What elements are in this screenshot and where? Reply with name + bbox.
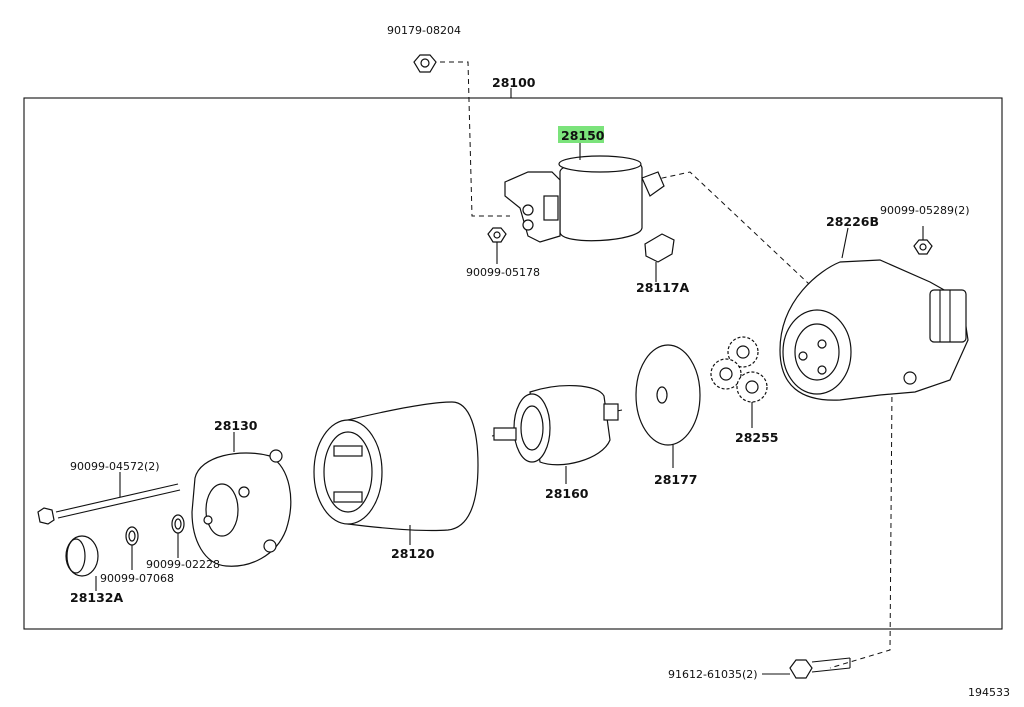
label-planetary-gears[interactable]: 28255	[735, 430, 779, 445]
switch-nut	[487, 227, 507, 243]
highlight-box	[558, 126, 604, 143]
drive-housing-part	[779, 259, 969, 401]
label-plate[interactable]: 28177	[654, 472, 698, 487]
guide-line-top-nut	[440, 61, 510, 217]
label-through-bolt[interactable]: 90099-04572(2)	[70, 460, 160, 473]
label-switch-nut[interactable]: 90099-05178	[466, 266, 540, 279]
label-armature[interactable]: 28160	[545, 486, 589, 501]
plate-part	[635, 344, 701, 446]
label-housing-nut[interactable]: 90099-05289(2)	[880, 204, 970, 217]
label-end-frame[interactable]: 28130	[214, 418, 258, 433]
label-assembly[interactable]: 28100	[492, 75, 536, 90]
guide-line-switch	[643, 171, 827, 301]
label-magnetic-switch[interactable]: 28150	[561, 128, 605, 143]
label-yoke[interactable]: 28120	[391, 546, 435, 561]
assembly-frame	[23, 97, 1003, 630]
diagram-id: 194533	[968, 686, 1010, 699]
top-nut	[413, 54, 437, 73]
mount-bolt	[789, 657, 851, 679]
end-frame-part	[191, 449, 292, 567]
cover-part	[644, 233, 675, 263]
washer-b	[125, 526, 139, 546]
label-housing[interactable]: 28226B	[826, 214, 879, 229]
through-bolt	[37, 483, 181, 525]
label-washer-b[interactable]: 90099-07068	[100, 572, 174, 585]
label-mount-bolt[interactable]: 91612-61035(2)	[668, 668, 758, 681]
housing-nut	[913, 239, 933, 255]
planetary-gears-part	[710, 336, 768, 403]
magnetic-switch-part	[504, 155, 665, 243]
guide-line-bolt	[829, 387, 893, 669]
label-cap[interactable]: 28132A	[70, 590, 123, 605]
label-washer-a[interactable]: 90099-02228	[146, 558, 220, 571]
label-cover[interactable]: 28117A	[636, 280, 689, 295]
yoke-part	[313, 401, 479, 532]
armature-part	[491, 385, 623, 466]
cap-part	[65, 535, 99, 577]
washer-a	[171, 514, 185, 534]
label-nut-top[interactable]: 90179-08204	[387, 24, 461, 37]
